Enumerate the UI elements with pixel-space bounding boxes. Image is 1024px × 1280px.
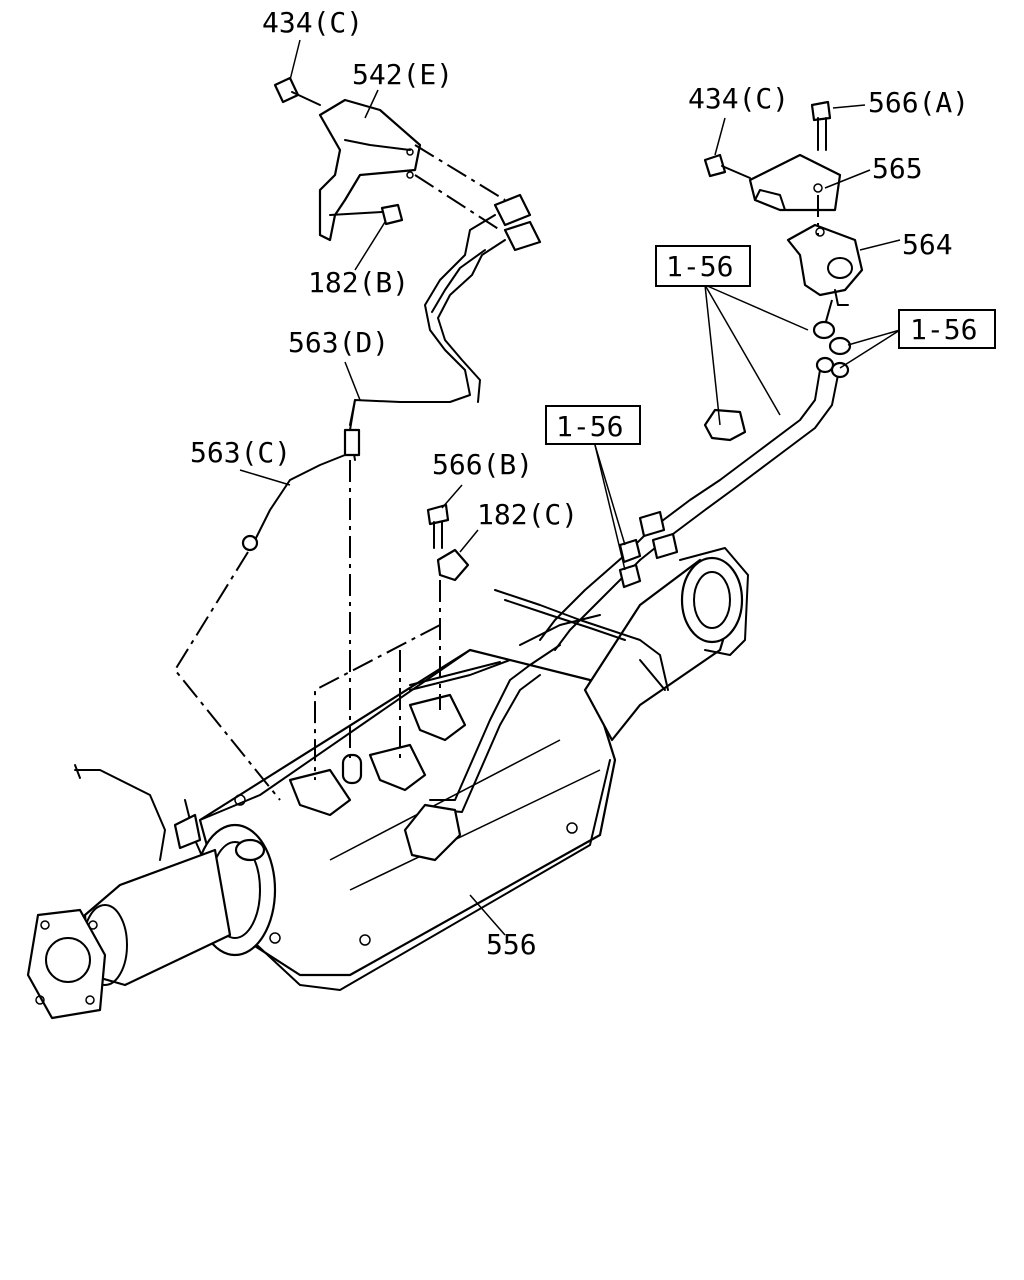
- label-ref-1-56-right: 1-56: [910, 313, 977, 346]
- label-ref-1-56-mid: 1-56: [556, 410, 623, 443]
- label-182b: 182(B): [308, 266, 409, 299]
- ref-box-mid: [545, 405, 641, 445]
- label-566a: 566(A): [868, 86, 969, 119]
- label-564: 564: [902, 228, 953, 261]
- phantom-lines: [173, 144, 833, 801]
- label-563c: 563(C): [190, 436, 291, 469]
- label-542e: 542(E): [352, 58, 453, 91]
- label-434c-right: 434(C): [688, 82, 789, 115]
- label-556: 556: [486, 928, 537, 961]
- sensor-pipes: [539, 320, 852, 651]
- label-563d: 563(D): [288, 326, 389, 359]
- ref-box-top: [655, 245, 751, 287]
- label-565: 565: [872, 152, 923, 185]
- ref-box-right: [898, 309, 996, 349]
- label-434c-left: 434(C): [262, 6, 363, 39]
- label-182c: 182(C): [477, 498, 578, 531]
- label-ref-1-56-top: 1-56: [666, 250, 733, 283]
- dpd-assembly-556: [26, 547, 749, 1020]
- label-566b: 566(B): [432, 448, 533, 481]
- harness-563: [241, 193, 542, 552]
- bracket-542e-group: [273, 76, 422, 242]
- bolt-566b-clip-182c: [426, 503, 470, 582]
- leader-lines: [239, 39, 901, 936]
